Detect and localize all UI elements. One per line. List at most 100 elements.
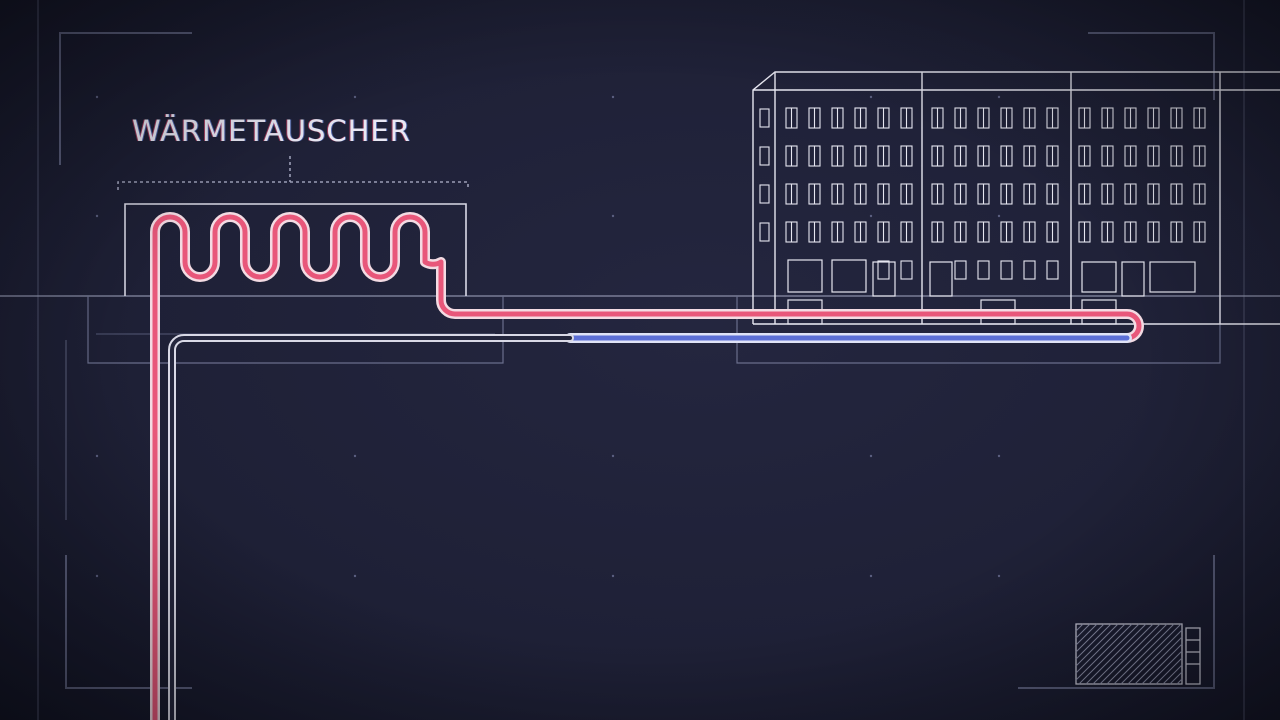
title-block-box bbox=[1075, 623, 1183, 685]
building-window bbox=[1078, 107, 1091, 129]
building-window bbox=[1046, 221, 1059, 243]
building-window bbox=[900, 107, 913, 129]
hatch-line bbox=[1099, 623, 1161, 685]
building-roof-edge bbox=[752, 71, 1280, 324]
building-side-window bbox=[759, 184, 770, 204]
hatch-line bbox=[1075, 623, 1091, 639]
building-window bbox=[977, 183, 990, 205]
building-window bbox=[1078, 145, 1091, 167]
building-window bbox=[1078, 221, 1091, 243]
building-window bbox=[808, 183, 821, 205]
building-window bbox=[808, 221, 821, 243]
grid-dot bbox=[611, 574, 615, 578]
building-window bbox=[1000, 221, 1013, 243]
building-window bbox=[1046, 260, 1059, 280]
building-window bbox=[1023, 183, 1036, 205]
hatch-line bbox=[1106, 623, 1168, 685]
shop-window-4 bbox=[1149, 261, 1196, 293]
hatch-line bbox=[1075, 623, 1119, 667]
hot-pipe bbox=[150, 212, 1144, 720]
building-window bbox=[877, 183, 890, 205]
building-window bbox=[900, 221, 913, 243]
building-window bbox=[1124, 183, 1137, 205]
building-window bbox=[977, 260, 990, 280]
grid-dot bbox=[997, 214, 1001, 218]
grid-dot bbox=[997, 574, 1001, 578]
building-window bbox=[808, 145, 821, 167]
building-window bbox=[954, 260, 967, 280]
building-window bbox=[1101, 145, 1114, 167]
building-platform bbox=[736, 296, 1221, 364]
grid-dot bbox=[611, 95, 615, 99]
hatch-line bbox=[1162, 664, 1183, 685]
hatch-line bbox=[1075, 623, 1112, 660]
building-window bbox=[1170, 145, 1183, 167]
frame-brackets bbox=[37, 0, 1245, 720]
hatch-line bbox=[1113, 623, 1175, 685]
building-window bbox=[831, 221, 844, 243]
building-window bbox=[1101, 221, 1114, 243]
pipes bbox=[150, 212, 1144, 720]
hatch-line bbox=[1155, 657, 1183, 685]
building-window bbox=[1000, 260, 1013, 280]
building-side-window bbox=[759, 108, 770, 128]
building-window bbox=[1000, 107, 1013, 129]
grid-dot bbox=[869, 214, 873, 218]
building-window bbox=[954, 107, 967, 129]
building-window bbox=[808, 107, 821, 129]
grid-dot bbox=[95, 214, 99, 218]
building-side-window bbox=[759, 146, 770, 166]
building-window bbox=[1147, 107, 1160, 129]
building-window bbox=[1000, 145, 1013, 167]
hatch-line bbox=[1127, 629, 1183, 685]
building-window bbox=[1023, 260, 1036, 280]
building-window bbox=[1046, 107, 1059, 129]
title-block-strip bbox=[1185, 627, 1201, 685]
grid-dot bbox=[869, 95, 873, 99]
hatch-line bbox=[1134, 636, 1183, 685]
building-window bbox=[877, 107, 890, 129]
grid-dot bbox=[611, 214, 615, 218]
building-window bbox=[931, 183, 944, 205]
hatch-line bbox=[1075, 623, 1133, 681]
building-window bbox=[977, 107, 990, 129]
title-block-hatching bbox=[1075, 623, 1183, 685]
building-window bbox=[1193, 145, 1206, 167]
hatch-line bbox=[1120, 623, 1182, 685]
building-window bbox=[931, 221, 944, 243]
building-window bbox=[1147, 221, 1160, 243]
building-window bbox=[831, 145, 844, 167]
building-window bbox=[785, 107, 798, 129]
building-window bbox=[1046, 183, 1059, 205]
building-window bbox=[1170, 183, 1183, 205]
hatch-line bbox=[1085, 623, 1147, 685]
building-window bbox=[977, 221, 990, 243]
frame-corner-top-right bbox=[1088, 32, 1215, 100]
building-window bbox=[785, 221, 798, 243]
building-window bbox=[931, 107, 944, 129]
building-window bbox=[1000, 183, 1013, 205]
building-window bbox=[931, 145, 944, 167]
building-window bbox=[877, 145, 890, 167]
building-window bbox=[1170, 221, 1183, 243]
building-window bbox=[1193, 183, 1206, 205]
door-3 bbox=[1121, 261, 1145, 297]
building-window bbox=[1124, 107, 1137, 129]
building-window bbox=[954, 145, 967, 167]
building-window bbox=[1193, 107, 1206, 129]
hatch-line bbox=[1075, 623, 1084, 632]
heat-exchanger-housing bbox=[117, 156, 469, 296]
grid-dot bbox=[353, 95, 357, 99]
building-window bbox=[1147, 145, 1160, 167]
grid-dot bbox=[611, 454, 615, 458]
building-window bbox=[1023, 107, 1036, 129]
building-window bbox=[900, 183, 913, 205]
building-window bbox=[877, 260, 890, 280]
door-2 bbox=[929, 261, 953, 297]
building-window bbox=[1046, 145, 1059, 167]
grid-dot bbox=[997, 95, 1001, 99]
building-window bbox=[831, 107, 844, 129]
building-window bbox=[877, 221, 890, 243]
